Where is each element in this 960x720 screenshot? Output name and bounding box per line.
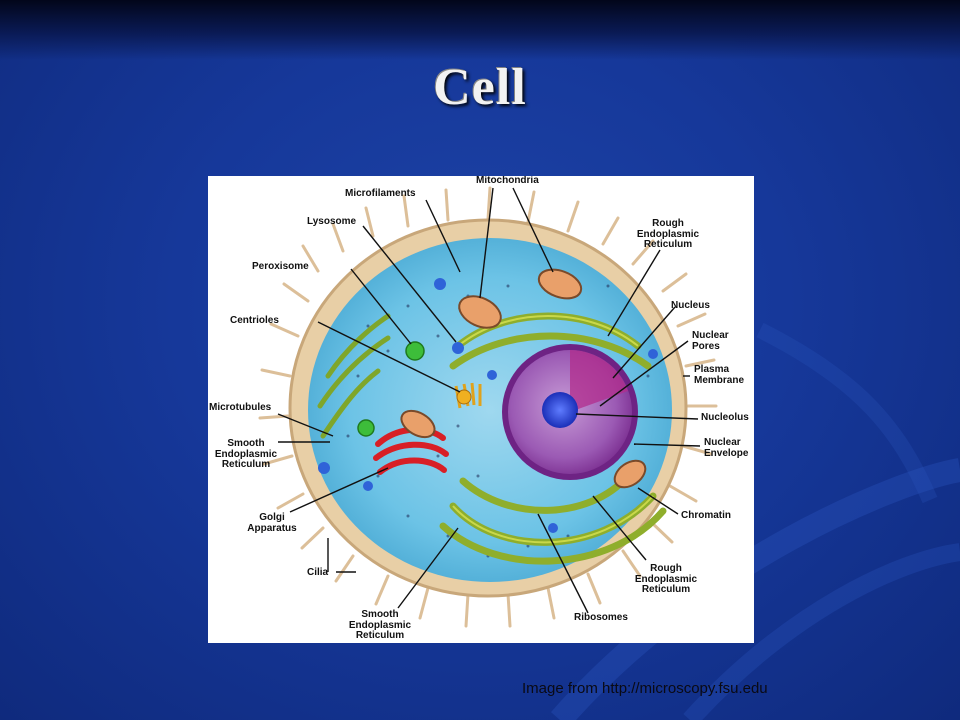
vesicle-3 — [363, 481, 373, 491]
label-microtubules: Microtubules — [209, 402, 272, 413]
vesicle-5 — [548, 523, 558, 533]
label-rough-er-top: Rough Endoplasmic Reticulum — [636, 218, 700, 250]
peroxisome-2 — [357, 419, 375, 437]
label-golgi-apparatus: Golgi Apparatus — [247, 512, 297, 534]
mitochondria-shapes — [400, 268, 647, 489]
cilia-hairs — [258, 186, 718, 628]
label-lysosome: Lysosome — [307, 216, 357, 227]
slide-title: Cell — [433, 59, 527, 116]
rough-er-highlights — [452, 315, 654, 544]
lysosome — [452, 342, 464, 354]
vesicle-6 — [487, 370, 497, 380]
top-dark-band — [0, 0, 960, 60]
label-nucleolus: Nucleolus — [701, 412, 749, 423]
vesicle-4 — [648, 349, 658, 359]
label-nuclear-envelope: Nuclear Envelope — [704, 437, 749, 459]
peroxisome — [405, 341, 425, 361]
label-microfilaments: Microfilaments — [345, 188, 416, 199]
label-nucleus: Nucleus — [671, 300, 710, 311]
label-plasma-membrane: Plasma Membrane — [694, 364, 745, 386]
cytoplasm — [308, 238, 672, 582]
label-smooth-er-bottom: Smooth Endoplasmic Reticulum — [348, 609, 412, 641]
vesicle-2 — [318, 462, 330, 474]
leader-lines — [277, 187, 701, 614]
label-mitochondria: Mitochondria — [476, 176, 539, 186]
cell-diagram: Mitochondria Microfilaments Lysosome Per… — [208, 176, 754, 643]
image-credit: Image from http://microscopy.fsu.edu — [522, 680, 768, 697]
vesicle-1 — [434, 278, 446, 290]
nucleolus — [542, 392, 578, 428]
label-chromatin: Chromatin — [681, 510, 731, 521]
label-nuclear-pores: Nuclear Pores — [692, 330, 729, 352]
nucleus-cutaway — [570, 350, 628, 412]
label-smooth-er-left: Smooth Endoplasmic Reticulum — [214, 438, 278, 470]
label-centrioles: Centrioles — [230, 315, 279, 326]
label-peroxisome: Peroxisome — [252, 261, 309, 272]
label-cilia: Cilia — [307, 567, 329, 578]
smooth-er-left — [317, 313, 391, 439]
label-ribosomes: Ribosomes — [574, 612, 628, 623]
cell-illustration — [258, 186, 718, 628]
label-rough-er-bottom: Rough Endoplasmic Reticulum — [634, 563, 698, 595]
